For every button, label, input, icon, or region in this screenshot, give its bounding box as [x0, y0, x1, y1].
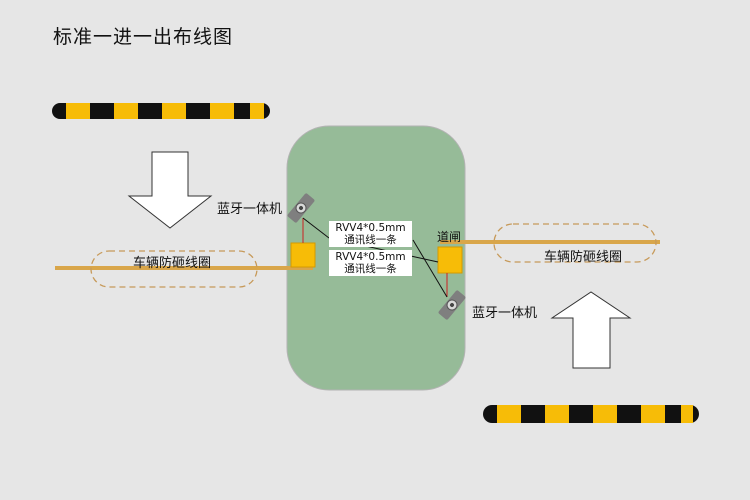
label-loop-right: 车辆防砸线圈: [544, 250, 623, 265]
device-box-left: [290, 242, 316, 268]
cable-spec-box-1: RVV4*0.5mm 通讯线一条: [329, 221, 412, 247]
cable-desc-2: 通讯线一条: [344, 263, 397, 275]
label-bluetooth-bottom: 蓝牙一体机: [472, 306, 538, 321]
bluetooth-device-top-icon: [287, 193, 315, 223]
device-box-gate: [437, 246, 463, 274]
loop-wire-right: [440, 240, 660, 244]
loop-coil-right: [493, 223, 657, 263]
comm-line-bottom: [412, 239, 448, 298]
loop-wire-left: [55, 266, 313, 270]
barrier-arm-bottom: [483, 405, 699, 423]
loop-coil-left: [90, 250, 258, 288]
up-arrow-icon: [550, 291, 632, 369]
cable-desc-1: 通讯线一条: [344, 234, 397, 246]
cable-spec-box-2: RVV4*0.5mm 通讯线一条: [329, 250, 412, 276]
label-gate: 道闸: [437, 230, 462, 244]
down-arrow-icon: [127, 151, 213, 229]
cable-spec-1: RVV4*0.5mm: [335, 222, 406, 234]
bluetooth-device-bottom-icon: [438, 290, 466, 320]
comm-line-top: [302, 217, 330, 239]
page-title: 标准一进一出布线图: [53, 26, 234, 48]
label-bluetooth-top: 蓝牙一体机: [217, 202, 283, 217]
barrier-arm-top: [52, 103, 270, 119]
cable-spec-2: RVV4*0.5mm: [335, 251, 406, 263]
label-loop-left: 车辆防砸线圈: [133, 256, 212, 271]
